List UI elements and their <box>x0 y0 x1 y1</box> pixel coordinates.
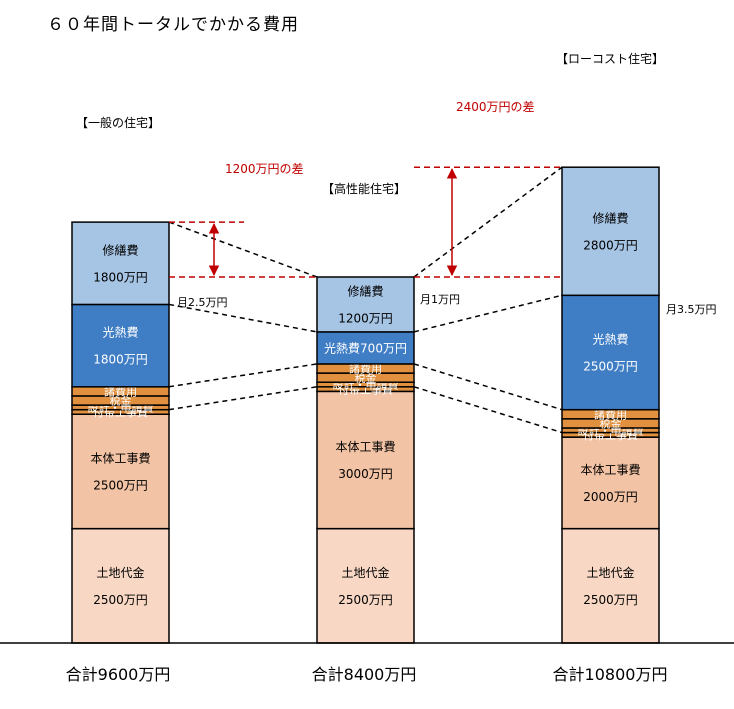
monthly-energy-kouseinou: 月1万円 <box>420 293 460 306</box>
bar-label-2-1-0: 本体工事費 <box>580 462 640 477</box>
bar-segment-0-7 <box>71 221 170 306</box>
bar-label-0-0-1: 2500万円 <box>93 593 148 607</box>
bar-label-2-4-0: 税金 <box>600 417 622 431</box>
bar-segment-1-0 <box>316 527 415 644</box>
total-label-kouseinou: 合計8400万円 <box>311 665 417 684</box>
bar-label-1-1-1: 3000万円 <box>338 467 393 481</box>
total-label-lowcost: 合計10800万円 <box>552 665 668 684</box>
bar-segment-0-0 <box>71 527 170 644</box>
monthly-energy-ippan: 月2.5万円 <box>177 296 228 309</box>
bar-label-2-0-0: 土地代金 <box>586 565 634 580</box>
bar-segment-2-1 <box>561 436 660 530</box>
bar-label-2-6-1: 2500万円 <box>583 360 638 374</box>
bar-label-0-1-1: 2500万円 <box>93 478 148 492</box>
connector-a-6 <box>168 303 318 333</box>
connector-a-5 <box>168 363 318 388</box>
bar-label-1-5-0: 諸費用 <box>349 362 382 376</box>
bars-layer: 土地代金2500万円本体工事費2500万円付帯工事費設計・申請費税金諸費用光熱費… <box>71 166 660 644</box>
category-label-lowcost: 【ローコスト住宅】 <box>555 52 665 66</box>
monthly-energy-lowcost: 月3.5万円 <box>666 303 717 316</box>
bar-label-0-7-0: 修繕費 <box>102 242 138 257</box>
bar-label-2-0-1: 2500万円 <box>583 593 638 607</box>
bar-label-0-5-0: 諸費用 <box>104 385 137 399</box>
bar-segment-2-0 <box>561 527 660 644</box>
bar-segment-2-7 <box>561 166 660 297</box>
connector-a-7 <box>168 221 318 278</box>
bar-label-1-6-0: 光熱費700万円 <box>324 340 407 355</box>
bar-segment-1-1 <box>316 390 415 530</box>
connector-b-2 <box>413 386 563 434</box>
total-label-ippan: 合計9600万円 <box>65 665 171 684</box>
bar-label-2-1-1: 2000万円 <box>583 490 638 504</box>
bar-label-2-7-1: 2800万円 <box>583 238 638 252</box>
bar-segment-1-7 <box>316 276 415 333</box>
bar-label-0-1-0: 本体工事費 <box>90 450 150 465</box>
bar-label-0-6-0: 光熱費 <box>102 325 138 340</box>
category-label-ippan: 【一般の住宅】 <box>75 116 161 130</box>
bar-segment-0-6 <box>71 303 170 388</box>
bar-label-2-7-0: 修繕費 <box>592 210 628 225</box>
bar-label-1-4-0: 税金 <box>355 371 377 385</box>
bar-label-1-0-1: 2500万円 <box>338 593 393 607</box>
difference-markers-layer <box>169 166 562 278</box>
bar-label-0-0-0: 土地代金 <box>96 565 144 580</box>
connector-b-5 <box>413 363 563 411</box>
bar-label-1-0-0: 土地代金 <box>341 565 389 580</box>
connector-lines-layer <box>168 166 563 434</box>
category-label-kouseinou: 【高性能住宅】 <box>321 182 407 196</box>
diff-label-2400: 2400万円の差 <box>456 100 535 114</box>
connector-b-6 <box>413 294 563 333</box>
bar-segment-0-1 <box>71 413 170 530</box>
connector-b-7 <box>413 166 563 278</box>
diff-label-1200: 1200万円の差 <box>225 162 304 176</box>
bar-label-1-7-1: 1200万円 <box>338 312 393 326</box>
bar-segment-2-6 <box>561 294 660 411</box>
bar-label-2-6-0: 光熱費 <box>592 332 628 347</box>
chart-title: ６０年間トータルでかかる費用 <box>47 15 299 35</box>
bar-label-1-1-0: 本体工事費 <box>335 439 395 454</box>
bar-label-0-4-0: 税金 <box>110 394 132 408</box>
bar-label-0-7-1: 1800万円 <box>93 270 148 284</box>
bar-label-1-7-0: 修繕費 <box>347 284 383 299</box>
connector-a-2 <box>168 386 318 411</box>
bar-label-2-5-0: 諸費用 <box>594 407 627 421</box>
bar-label-0-6-1: 1800万円 <box>93 353 148 367</box>
